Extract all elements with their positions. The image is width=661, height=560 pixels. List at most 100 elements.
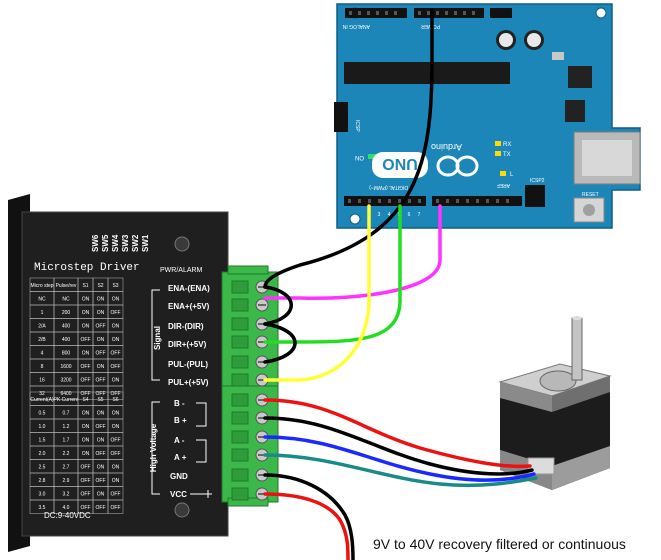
table-cell: 32 xyxy=(39,391,45,397)
terminal-label-a-minus: A - xyxy=(174,436,185,445)
power-terminal-block xyxy=(221,385,279,507)
terminal-slot xyxy=(231,280,249,294)
wire-power-vcc xyxy=(263,492,350,560)
terminal-label-pul-minus: PUL-(PUL) xyxy=(168,360,208,369)
table-cell: 2.7 xyxy=(63,465,70,471)
table-cell: OFF xyxy=(96,424,106,430)
table-cell: OFF xyxy=(111,391,121,397)
table-cell: OFF xyxy=(96,378,106,384)
table-header-cell: S3 xyxy=(112,283,118,289)
on-led xyxy=(368,154,376,159)
arduino-logo: UNO Arduino xyxy=(372,142,479,178)
aref-label: AREF xyxy=(497,182,510,188)
l-label: L xyxy=(510,172,514,178)
table-cell: 1 xyxy=(41,310,44,316)
sw-label: SW1 xyxy=(141,234,150,252)
wire-a-minus-blue xyxy=(263,435,536,482)
table-cell: OFF xyxy=(81,391,91,397)
table-cell: 16 xyxy=(39,378,45,384)
wire-ena-plus xyxy=(263,204,442,300)
table-cell: ON xyxy=(97,465,105,471)
table-header-cell: S2 xyxy=(97,283,103,289)
table-cell: ON xyxy=(112,478,120,484)
wire-a-plus-teal xyxy=(263,453,538,488)
wire-power-gnd xyxy=(263,473,355,560)
wire-jumper-ena-dir xyxy=(263,285,293,326)
table-cell: ON xyxy=(112,411,120,417)
table-header-cell: Current(A) xyxy=(30,397,54,403)
table-cell: ON xyxy=(97,411,105,417)
table-header-cell: Micro step xyxy=(30,283,53,289)
table-cell: OFF xyxy=(96,451,106,457)
terminal-slot xyxy=(231,430,249,444)
power-supply-note: 9V to 40V recovery filtered or continuou… xyxy=(373,536,626,552)
atmega-chip xyxy=(344,62,510,84)
table-cell: ON xyxy=(112,378,120,384)
table-cell: OFF xyxy=(81,337,91,343)
terminal-slot xyxy=(231,448,249,462)
table-cell: OFF xyxy=(111,492,121,498)
table-header-cell: S6 xyxy=(112,397,118,403)
table-cell-border xyxy=(107,499,124,514)
arduino-name: Arduino xyxy=(431,142,462,152)
table-cell: 400 xyxy=(62,324,71,330)
table-cell: OFF xyxy=(81,465,91,471)
table-cell: 0.7 xyxy=(63,411,70,417)
coil-b-symbol xyxy=(196,402,207,427)
table-cell: OFF xyxy=(111,364,121,370)
table-header-cell: Pulse/rev xyxy=(56,283,77,289)
motor-shaft xyxy=(571,317,583,381)
tx-label: TX xyxy=(503,152,511,158)
table-cell: ON xyxy=(82,351,90,357)
table-cell: OFF xyxy=(81,505,91,511)
table-cell: 3.0 xyxy=(39,492,46,498)
digital-label: DIGITAL (PWM~) xyxy=(369,184,408,190)
rx-label: RX xyxy=(503,142,511,148)
terminal-label-a-plus: A + xyxy=(174,453,187,462)
dc-rating: DC:9-40VDC xyxy=(44,511,91,520)
table-cell: 200 xyxy=(62,310,71,316)
dip-switch-labels: SW6 SW5 SW4 SW3 SW2 SW1 xyxy=(91,234,150,252)
digital-header-left xyxy=(344,196,426,206)
table-cell: OFF xyxy=(96,351,106,357)
table-cell: ON xyxy=(97,297,105,303)
sw-label: SW6 xyxy=(91,234,100,252)
table-cell: OFF xyxy=(111,505,121,511)
terminal-label-b-plus: B + xyxy=(174,416,187,425)
reset-label: RESET xyxy=(582,192,599,198)
table-cell: 1.7 xyxy=(63,438,70,444)
table-cell: ON xyxy=(97,438,105,444)
l-led xyxy=(500,171,506,176)
table-cell: 4 xyxy=(41,351,44,357)
table-cell: ON xyxy=(97,364,105,370)
misc-header xyxy=(490,8,512,18)
table-cell: 2/A xyxy=(38,324,46,330)
table-header-cell: S1 xyxy=(82,283,88,289)
table-cell: OFF xyxy=(81,378,91,384)
table-cell: ON xyxy=(82,451,90,457)
terminal-slot xyxy=(231,335,249,349)
table-cell: 2.0 xyxy=(39,451,46,457)
table-cell: ON xyxy=(82,411,90,417)
table-cell: ON xyxy=(82,424,90,430)
mount-screw xyxy=(174,502,190,518)
table-header-cell: S4 xyxy=(82,397,88,403)
table-cell: ON xyxy=(112,424,120,430)
table-cell: 2.5 xyxy=(39,465,46,471)
signal-group-label: Signal xyxy=(153,326,162,350)
table-cell: 3200 xyxy=(60,378,71,384)
wire-gnd-to-ena-minus xyxy=(263,8,434,289)
icsp-header xyxy=(334,102,348,132)
driver-body xyxy=(22,212,228,536)
table-cell: OFF xyxy=(111,451,121,457)
rx-led xyxy=(495,141,501,146)
table-cell: ON xyxy=(82,297,90,303)
table-cell: 2.8 xyxy=(39,478,46,484)
table-cell: OFF xyxy=(81,492,91,498)
wire-b-plus-black xyxy=(263,416,534,476)
terminal-label-vcc: VCC xyxy=(170,490,187,499)
terminal-slot xyxy=(231,411,249,425)
